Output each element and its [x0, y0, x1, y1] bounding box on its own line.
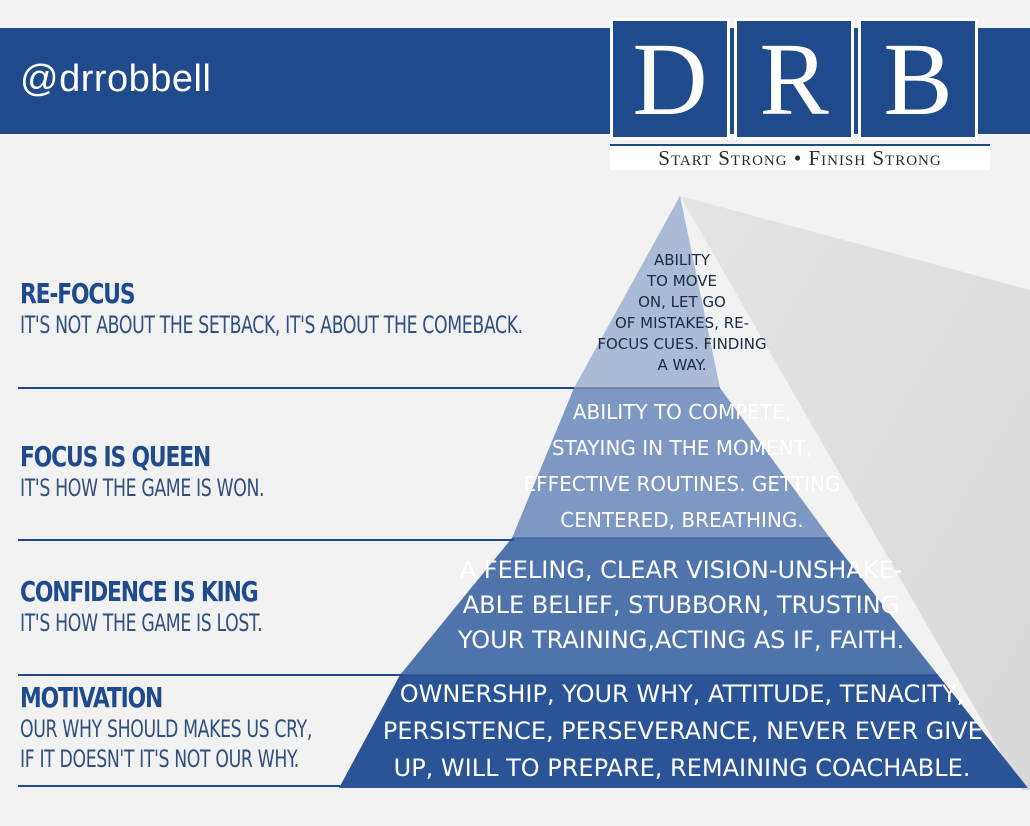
pyramid-tier-2-text: ABILITY TO COMPETE, STAYING IN THE MOMEN…: [522, 394, 842, 538]
pyramid-tier-2: [512, 388, 830, 538]
level-confidence: CONFIDENCE IS KING IT'S HOW THE GAME IS …: [20, 576, 357, 638]
level-focus-title: FOCUS IS QUEEN: [20, 440, 211, 473]
tier-2-line: EFFECTIVE ROUTINES. GETTING: [523, 472, 841, 496]
tier-3-line: ABLE BELIEF, STUBBORN, TRUSTING: [462, 591, 900, 619]
tier-1-line: ABILITY: [653, 251, 711, 269]
level-motivation-text-1: OUR WHY SHOULD MAKES US CRY,: [20, 715, 313, 743]
level-refocus: RE-FOCUS IT'S NOT ABOUT THE SETBACK, IT'…: [20, 278, 718, 340]
level-focus-text: IT'S HOW THE GAME IS WON.: [20, 474, 265, 502]
drb-logo: D R B Start Strong • Finish Strong: [598, 18, 990, 170]
pyramid-tier-1-text: ABILITY TO MOVE ON, LET GO OF MISTAKES, …: [582, 250, 782, 376]
divider-2: [18, 539, 514, 541]
level-motivation-title: MOTIVATION: [20, 681, 163, 714]
tier-1-line: A WAY.: [657, 356, 707, 374]
tier-1-line: TO MOVE: [647, 272, 717, 290]
tier-3-line: YOUR TRAINING,ACTING AS IF, FAITH.: [457, 626, 905, 654]
tier-1-line: FOCUS CUES. FINDING: [597, 335, 767, 353]
pyramid-tier-3-text: A FEELING, CLEAR VISION-UNSHAKE- ABLE BE…: [456, 553, 906, 658]
tier-4-line: UP, WILL TO PREPARE, REMAINING COACHABLE…: [393, 754, 971, 782]
pyramid-tier-1: [574, 196, 720, 388]
level-confidence-title: CONFIDENCE IS KING: [20, 575, 259, 608]
tier-2-line: STAYING IN THE MOMENT,: [551, 436, 813, 460]
logo-letter-r: R: [734, 18, 854, 140]
level-motivation: MOTIVATION OUR WHY SHOULD MAKES US CRY, …: [20, 682, 426, 774]
tier-2-line: CENTERED, BREATHING.: [560, 508, 804, 532]
tier-4-line: OWNERSHIP, YOUR WHY, ATTITUDE, TENACITY,: [399, 680, 965, 708]
divider-3: [18, 674, 402, 676]
logo-tagline: Start Strong • Finish Strong: [610, 144, 990, 170]
divider-1: [18, 387, 574, 389]
twitter-handle[interactable]: @drrobbell: [20, 58, 212, 100]
level-refocus-title: RE-FOCUS: [20, 277, 136, 310]
tier-4-line: PERSISTENCE, PERSEVERANCE, NEVER EVER GI…: [382, 717, 983, 745]
tier-3-line: A FEELING, CLEAR VISION-UNSHAKE-: [459, 556, 903, 584]
divider-4: [18, 785, 340, 787]
level-motivation-text-2: IF IT DOESN'T IT'S NOT OUR WHY.: [20, 745, 299, 773]
pyramid-tier-4: [339, 675, 1028, 788]
pyramid-tier-4-text: OWNERSHIP, YOUR WHY, ATTITUDE, TENACITY,…: [382, 676, 983, 787]
level-focus: FOCUS IS QUEEN IT'S HOW THE GAME IS WON.: [20, 441, 359, 503]
pyramid-shadow: [680, 196, 1030, 790]
tier-1-line: ON, LET GO: [638, 293, 726, 311]
level-confidence-text: IT'S HOW THE GAME IS LOST.: [20, 609, 263, 637]
tier-1-line: OF MISTAKES, RE-: [614, 314, 750, 332]
pyramid-tier-3: [400, 538, 938, 675]
logo-letter-d: D: [610, 18, 730, 140]
tier-2-line: ABILITY TO COMPETE,: [572, 400, 792, 424]
logo-letter-b: B: [858, 18, 978, 140]
level-refocus-text: IT'S NOT ABOUT THE SETBACK, IT'S ABOUT T…: [20, 311, 523, 339]
